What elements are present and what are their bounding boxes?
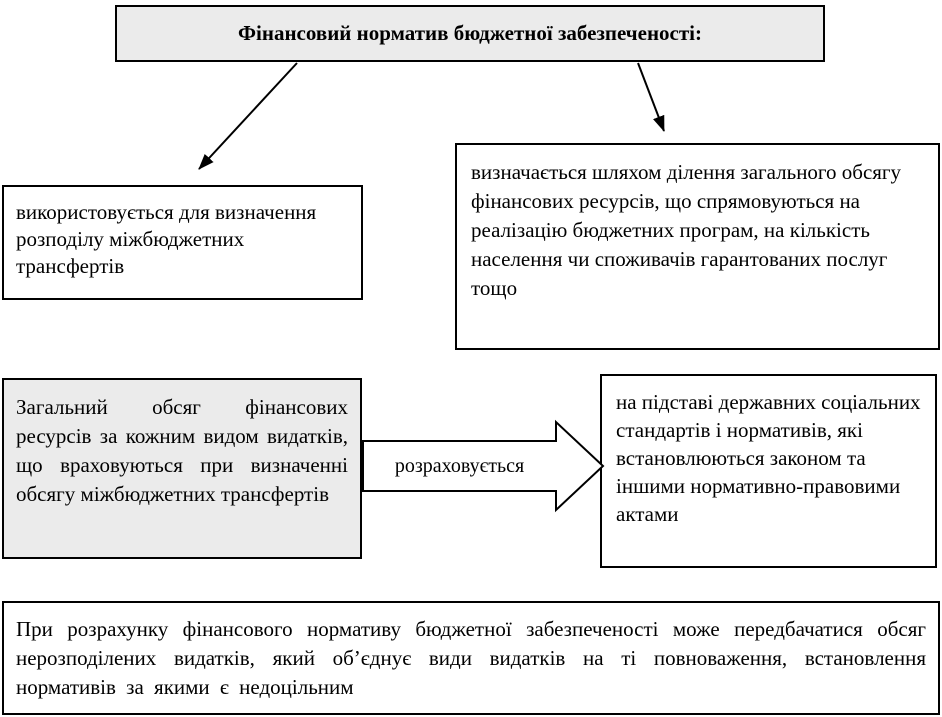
total-volume-box: Загальний обсяг фінансових ресурсів за к… <box>2 378 362 559</box>
basis-box: на підставі державних соціальних стандар… <box>600 374 937 568</box>
note-box: При розрахунку фінансового нормативу бюд… <box>2 601 940 715</box>
definition-box: визначається шляхом ділення загального о… <box>455 143 940 350</box>
usage-box: використовується для визначення розподіл… <box>2 185 363 300</box>
arrow-title-to-definition <box>637 62 665 132</box>
title-box: Фінансовий норматив бюджетної забезпечен… <box>115 5 825 62</box>
arrow-title-to-usage <box>198 62 298 170</box>
calc-arrow-label: розраховується <box>394 454 525 477</box>
